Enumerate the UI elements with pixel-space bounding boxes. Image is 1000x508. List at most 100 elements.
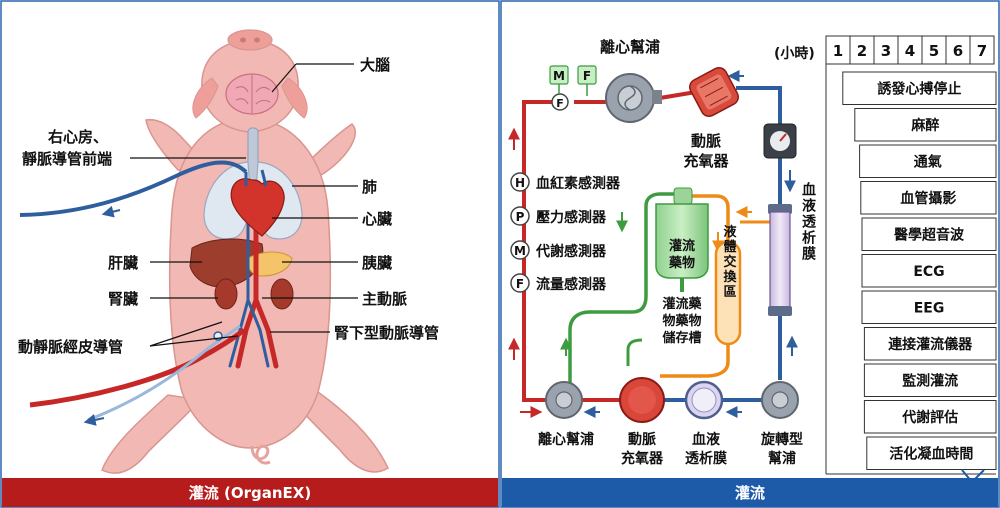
label-kidney: 腎臟	[108, 290, 138, 308]
sensor-0-label: 血紅素感測器	[536, 175, 621, 192]
timeline-hour-cell	[825, 35, 851, 65]
timeline-step-bar	[854, 108, 997, 142]
sensor-column: F M F	[549, 65, 597, 111]
left-leader-lines	[130, 63, 358, 347]
timeline-unit: (小時)	[774, 45, 815, 62]
label-av-catheter: 動靜脈經皮導管	[18, 338, 123, 356]
heart-organ	[230, 178, 285, 237]
timeline-hour-cell	[969, 35, 995, 65]
timeline-hour-cell	[921, 35, 947, 65]
dialysis-membrane-label: 血液透析膜	[800, 181, 816, 262]
bottom-label-0-l1: 離心幫浦	[538, 431, 594, 448]
timeline-step-bar	[863, 400, 997, 434]
bottom-label-1-l2: 充氧器	[621, 450, 664, 467]
bottom-roller-pump	[761, 381, 799, 419]
timeline-hour-label: 4	[905, 42, 915, 60]
pressure-gauge	[763, 123, 797, 159]
top-oxygenator	[689, 67, 739, 117]
timeline-step-label: 連接灌流儀器	[888, 336, 973, 353]
timeline-step-label: 血管攝影	[900, 190, 956, 207]
bottom-oxygenator	[619, 377, 665, 423]
timeline-step-bar	[859, 144, 997, 178]
timeline-step-label: 麻醉	[910, 117, 939, 134]
timeline-hour-cell	[873, 35, 899, 65]
top-oxygenator-label-l1: 動脈	[691, 132, 721, 150]
timeline-step-label: 代謝評估	[901, 409, 958, 426]
timeline-step-bar	[866, 436, 997, 470]
exchange-zone-box	[714, 240, 742, 346]
top-oxygenator-label-l2: 充氧器	[683, 152, 729, 170]
label-aorta: 主動脈	[362, 290, 407, 308]
sensor-legend: H 血紅素感測器 P 壓力感測器 M 代謝感測器 F 流量感測器	[510, 172, 621, 293]
exchange-zone-label: 液體交換區	[721, 224, 737, 300]
sensor-m-top: M	[553, 69, 565, 83]
left-footer-bar	[2, 478, 498, 507]
sensor-f-top: F	[583, 69, 591, 83]
sensor-0-letter: H	[515, 176, 525, 190]
bottom-label-1-l1: 動脈	[628, 431, 656, 448]
drug-bottle-label-l1: 灌流	[669, 238, 695, 254]
timeline-step-label: ECG	[913, 264, 944, 280]
sensor-f-inline: F	[556, 97, 564, 110]
bottom-label-3-l1: 旋轉型	[760, 431, 803, 448]
bottom-label-2-l2: 透析膜	[685, 450, 727, 467]
drug-store-label-l1: 灌流藥	[662, 296, 702, 312]
timeline-step-bar	[842, 71, 997, 105]
drug-bottle-label-l2: 藥物	[668, 255, 695, 271]
timeline-hour-label: 1	[833, 42, 843, 60]
timeline-step-bar	[863, 327, 997, 361]
drug-line	[568, 192, 676, 400]
timeline-step-label: 通氣	[914, 153, 942, 170]
timeline-step-bar	[861, 290, 997, 324]
label-lung: 肺	[362, 178, 377, 196]
timeline-step-label: 醫學超音波	[894, 226, 965, 243]
timeline-step-label: 活化凝血時間	[889, 445, 973, 462]
pancreas-organ	[247, 251, 293, 277]
label-liver: 肝臟	[108, 254, 138, 272]
bottom-label-3-l2: 幫浦	[768, 450, 796, 467]
left-footer-title: 灌流 (OrganEX)	[189, 484, 311, 502]
top-centrifugal-pump	[605, 73, 662, 123]
arterial-catheter-line	[29, 328, 246, 408]
timeline-step-bar	[860, 181, 997, 215]
svc-catheter-line	[19, 160, 248, 217]
timeline-hour-label: 5	[929, 42, 939, 60]
timeline-hour-label: 2	[857, 42, 867, 60]
pig-illustration	[19, 29, 389, 474]
kidney-right	[270, 278, 294, 310]
sensor-3-letter: F	[516, 277, 524, 291]
drug-store-label-l2: 物藥物	[662, 313, 701, 329]
sensor-2-letter: M	[514, 244, 526, 258]
bottom-centrifugal-pump	[545, 381, 583, 419]
timeline-hour-label: 7	[977, 42, 987, 60]
timeline-hour-cell	[945, 35, 971, 65]
bottom-dialysis-membrane	[684, 380, 724, 420]
timeline-steps: 誘發心搏停止麻醉通氣血管攝影醫學超音波ECGEEG連接灌流儀器監測灌流代謝評估活…	[842, 71, 997, 470]
bottom-label-2-l1: 血液	[692, 431, 721, 448]
timeline-hour-cell	[897, 35, 923, 65]
sensor-1-letter: P	[516, 210, 525, 224]
venous-top-pipe	[736, 86, 782, 124]
top-pump-label: 離心幫浦	[600, 38, 660, 56]
label-svc-catheter: 靜脈導管前端	[22, 150, 112, 168]
timeline-step-label: 誘發心搏停止	[877, 80, 961, 97]
label-brain: 大腦	[360, 56, 390, 74]
right-footer-title: 灌流	[735, 484, 765, 502]
exchange-line	[690, 194, 730, 244]
label-right-atrium: 右心房、	[48, 128, 108, 146]
timeline-step-bar	[861, 254, 997, 288]
timeline-hour-label: 6	[953, 42, 963, 60]
drug-store-label-l3: 儲存槽	[661, 330, 701, 346]
label-pancreas: 胰臟	[362, 254, 392, 272]
timeline-step-bar	[863, 363, 997, 397]
timeline-hour-label: 3	[881, 42, 891, 60]
sensor-1-label: 壓力感測器	[536, 209, 607, 226]
aorta-vessel	[235, 207, 279, 369]
sensor-2-label: 代謝感測器	[535, 243, 607, 260]
label-infrarenal-catheter: 腎下型動脈導管	[334, 324, 439, 342]
timeline-step-bar	[861, 217, 997, 251]
sensor-3-label: 流量感測器	[536, 276, 607, 293]
